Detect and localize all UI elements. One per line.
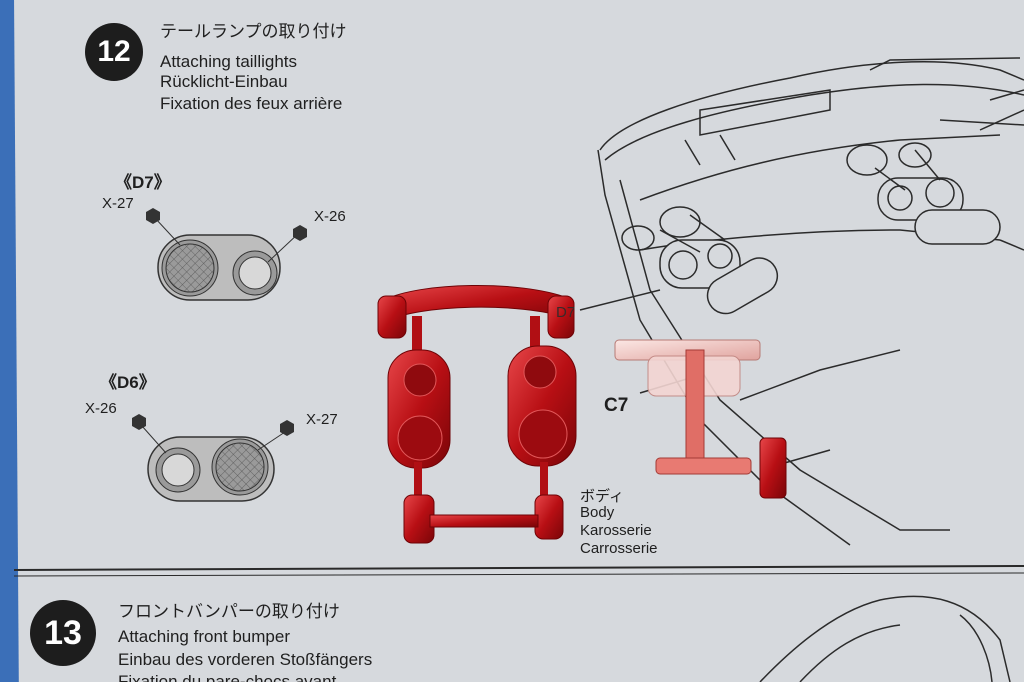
- step-12-title-en: Attaching taillights: [160, 52, 298, 71]
- d6-left-screw-label: X-26: [85, 400, 117, 417]
- screw-x27-icon: [280, 420, 294, 436]
- step-12-title-fr: Fixation des feux arrière: [160, 94, 343, 113]
- d7-right-screw-label: X-26: [314, 208, 346, 225]
- body-label-de: Karosserie: [580, 522, 652, 539]
- step-divider: [13, 565, 1024, 571]
- step-13-title-ja: フロントバンパーの取り付け: [118, 602, 340, 621]
- screw-x27-icon: [146, 208, 160, 224]
- d6-label: 《D6》: [100, 373, 156, 392]
- screw-x26-icon: [293, 225, 307, 241]
- car-body-sketch: [579, 57, 1024, 546]
- part-c7-label: C7: [604, 395, 629, 416]
- clear-part-c7: [614, 339, 787, 499]
- screw-x26-icon: [132, 414, 146, 430]
- red-taillight-sprue: [377, 285, 577, 544]
- bumper-sketch: [759, 595, 1011, 682]
- step-13-number: 13: [30, 600, 96, 666]
- body-label-ja: ボディ: [580, 488, 624, 505]
- body-label-fr: Carrosserie: [580, 540, 658, 557]
- d7-left-screw-label: X-27: [102, 195, 134, 212]
- step-12-title-ja: テールランプの取り付け: [160, 22, 347, 41]
- body-label-en: Body: [580, 504, 615, 521]
- d6-right-screw-label: X-27: [306, 411, 338, 428]
- step-13-title-fr: Fixation du pare-chocs avant: [118, 672, 337, 682]
- step-13-title-en: Attaching front bumper: [118, 627, 290, 646]
- d6-taillight-diagram: [132, 414, 294, 502]
- part-d7-tag: D7: [556, 304, 576, 321]
- step-12-number: 12: [85, 23, 143, 81]
- d7-label: 《D7》: [115, 173, 171, 192]
- d7-taillight-diagram: [146, 208, 307, 301]
- step-13-title-de: Einbau des vorderen Stoßfängers: [118, 650, 373, 669]
- step-12-title-de: Rücklicht-Einbau: [160, 72, 288, 91]
